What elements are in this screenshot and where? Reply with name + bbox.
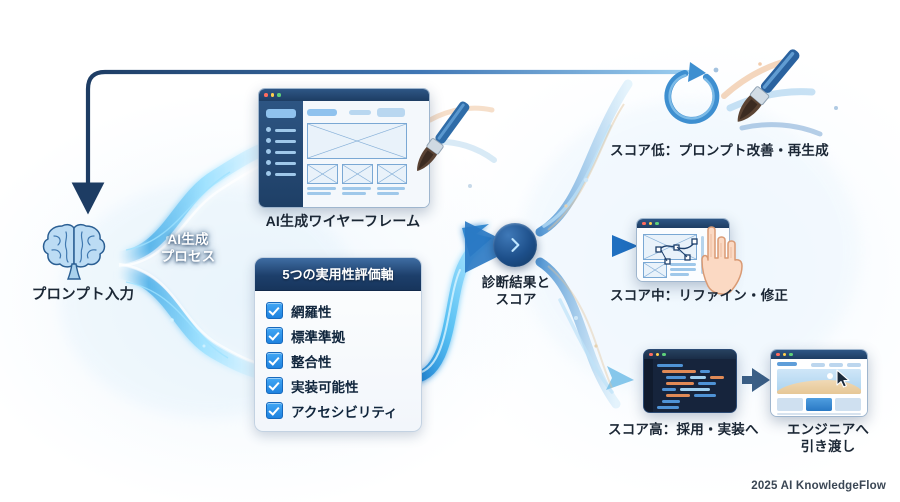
window-titlebar (259, 89, 429, 101)
footer-credit: 2025 AI KnowledgeFlow (751, 480, 886, 492)
label-prompt-input: プロンプト入力 (31, 287, 135, 303)
window-content (771, 359, 867, 416)
window-content (637, 228, 729, 281)
window-minimize-dot (270, 93, 274, 97)
checklist-item-label: 網羅性 (291, 304, 332, 320)
label-score-result: 診断結果と スコア (481, 275, 551, 307)
label-outcome-high: スコア高：採用・実装へ (608, 422, 759, 437)
checklist-item-label: 実装可能性 (291, 379, 359, 395)
window-minimize-dot (648, 221, 652, 226)
checkbox-checked-icon[interactable] (266, 402, 283, 419)
mouse-pointer-icon (836, 369, 852, 389)
window-close-dot (264, 93, 268, 97)
score-result-node[interactable] (493, 223, 537, 267)
checklist-title: 5つの実用性評価軸 (255, 258, 421, 291)
checkbox-checked-icon[interactable] (266, 377, 283, 394)
window-content (644, 359, 736, 412)
window-content (259, 101, 429, 207)
window-maximize-dot (789, 352, 793, 357)
ai-wireframe-mockup (258, 88, 430, 208)
window-close-dot (776, 352, 780, 357)
code-editor-mockup (643, 349, 737, 413)
chevron-right-icon (511, 238, 520, 252)
window-titlebar (771, 350, 867, 359)
checklist-item[interactable]: 標準準拠 (255, 323, 421, 348)
label-outcome-low: スコア低：プロンプト改善・再生成 (610, 143, 829, 158)
checklist-item[interactable]: アクセシビリティ (255, 398, 421, 423)
hand-pointer-icon (690, 224, 752, 296)
window-maximize-dot (662, 352, 666, 357)
label-ai-process: AI生成 プロセス (160, 232, 216, 264)
code-to-result-arrow (742, 368, 770, 392)
window-minimize-dot (782, 352, 786, 357)
window-titlebar (644, 350, 736, 359)
checkbox-checked-icon[interactable] (266, 302, 283, 319)
brain-icon (38, 218, 110, 280)
window-titlebar (637, 219, 729, 228)
window-maximize-dot (277, 93, 281, 97)
bezier-path-editor-icon (655, 238, 698, 265)
window-close-dot (642, 221, 646, 226)
refresh-loop-icon (660, 60, 726, 130)
wireframe-sidebar (259, 101, 304, 207)
checkbox-checked-icon[interactable] (266, 327, 283, 344)
label-outcome-mid: スコア中：リファイン・修正 (610, 288, 789, 303)
checklist-item[interactable]: 実装可能性 (255, 373, 421, 398)
window-minimize-dot (655, 352, 659, 357)
checklist-items: 網羅性 標準準拠 整合性 実装可能性 アクセシビリティ (255, 291, 421, 431)
checklist-item[interactable]: 網羅性 (255, 298, 421, 323)
result-browser-mockup (770, 349, 868, 417)
hero-image (777, 369, 861, 394)
paintbrush-icon (706, 40, 826, 135)
line-number-gutter (644, 359, 653, 412)
paintbrush-icon (400, 92, 480, 182)
checklist-item-label: アクセシビリティ (291, 404, 398, 420)
window-close-dot (649, 352, 653, 357)
checklist-item[interactable]: 整合性 (255, 348, 421, 373)
window-maximize-dot (655, 221, 659, 226)
evaluation-checklist-card: 5つの実用性評価軸 網羅性 標準準拠 整合性 実装可能性 アクセシビリティ (254, 257, 422, 432)
label-ai-wireframe: AI生成ワイヤーフレーム (265, 213, 421, 229)
score-fanout-arrows (535, 79, 638, 409)
checklist-item-label: 標準準拠 (291, 329, 345, 345)
checkbox-checked-icon[interactable] (266, 352, 283, 369)
checklist-item-label: 整合性 (291, 354, 332, 370)
label-engineer-handoff: エンジニアへ 引き渡し (786, 422, 870, 454)
